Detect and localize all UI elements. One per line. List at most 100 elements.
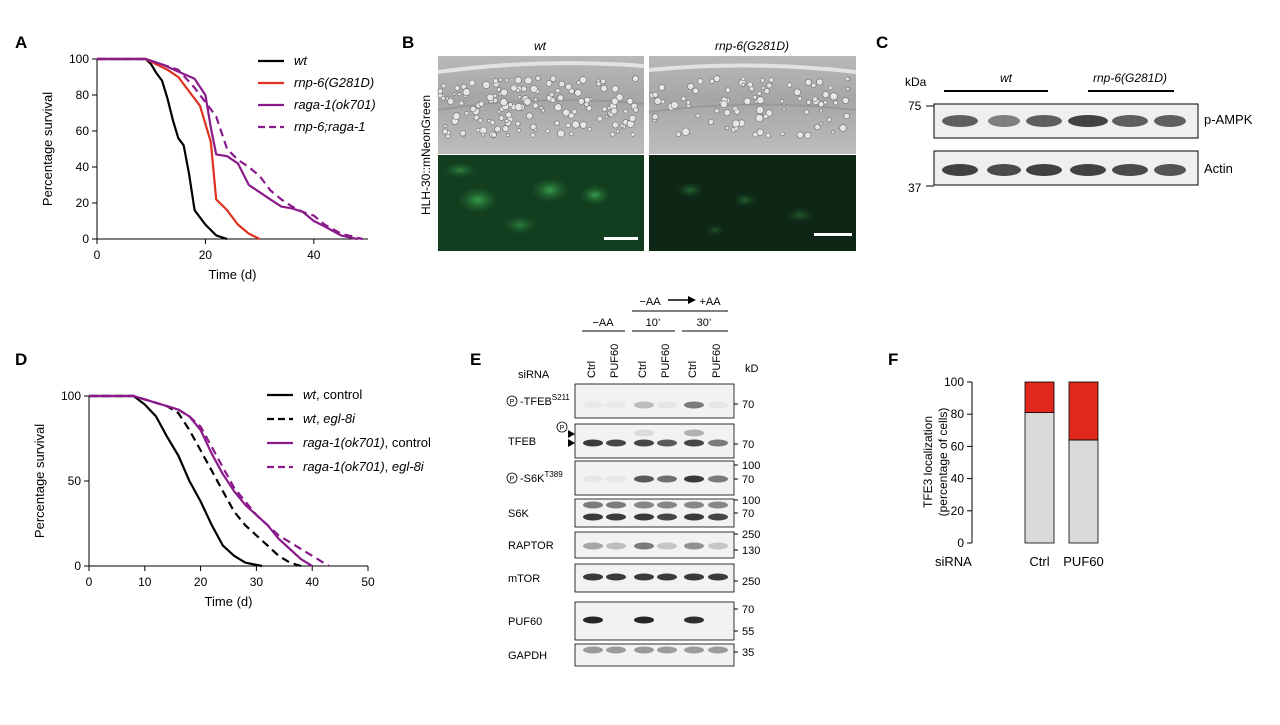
lane-label-0: Ctrl <box>586 361 598 378</box>
dic-granule <box>782 107 786 112</box>
dic-granule <box>596 115 603 122</box>
blot-band <box>708 646 728 654</box>
dic-granule <box>810 82 817 89</box>
blot-band <box>583 573 603 581</box>
dic-granule <box>601 106 608 112</box>
kd-marker: 130 <box>742 545 760 557</box>
dic-granule <box>725 87 731 93</box>
blot-band <box>684 646 704 654</box>
dic-granule <box>452 92 457 96</box>
dic-granule <box>713 75 721 83</box>
dic-granule <box>442 128 448 135</box>
dic-granule <box>829 92 838 101</box>
dic-granule <box>498 77 503 82</box>
blot-band <box>708 501 728 509</box>
dic-granule <box>760 85 766 91</box>
kd-marker: 250 <box>742 576 760 588</box>
dic-granule <box>681 96 687 102</box>
dic-granule <box>842 97 849 104</box>
dic-granule <box>532 102 539 109</box>
phospho-symbol: P <box>510 399 515 406</box>
y-tick-label: 60 <box>76 124 90 138</box>
blot-row-1 <box>574 423 735 459</box>
series-line-2 <box>97 57 358 241</box>
dic-granule <box>755 106 764 115</box>
dic-granule <box>615 129 620 134</box>
panel-c-marker-75: 75 <box>908 99 922 113</box>
dic-granule <box>583 96 591 104</box>
legend-label-3: rnp-6;raga-1 <box>294 119 366 134</box>
panel-b-col-mutant: rnp-6(G281D) <box>715 39 789 53</box>
dic-granule <box>747 81 753 88</box>
dic-granule <box>516 128 521 133</box>
phospho-circle-icon <box>506 472 518 484</box>
blot-p-ampk <box>933 103 1199 139</box>
dic-granule <box>818 121 823 126</box>
category-label-0: Ctrl <box>1029 554 1049 569</box>
dic-granule <box>779 99 785 104</box>
x-tick-label: 40 <box>306 575 320 589</box>
y-tick-label: 80 <box>951 407 965 421</box>
dic-granule <box>692 87 699 95</box>
blot-band <box>606 646 626 654</box>
y-tick-label: 100 <box>944 375 964 389</box>
dic-granule <box>464 110 469 116</box>
dic-granule <box>477 118 483 123</box>
dic-granule <box>549 75 557 82</box>
blot-band <box>657 513 677 521</box>
dic-granule <box>493 78 499 84</box>
dic-granule <box>486 93 494 102</box>
x-tick-label: 0 <box>94 248 101 262</box>
blot-band <box>684 429 704 437</box>
label-arrow-left: −AA <box>639 296 661 308</box>
legend-label-0: wt, control <box>303 387 362 402</box>
panel-b-col-wt: wt <box>534 39 547 53</box>
blot-band <box>634 542 654 550</box>
dic-granule <box>514 76 522 84</box>
dic-granule <box>805 78 812 86</box>
dic-granule <box>611 97 619 105</box>
dic-granule <box>558 80 565 88</box>
panel-c-marker-37: 37 <box>908 181 922 195</box>
dic-granule <box>766 82 773 89</box>
blot-row-4 <box>574 531 735 559</box>
legend-label-0: wt <box>294 53 308 68</box>
blot-label-7: GAPDH <box>508 650 547 662</box>
y-tick-label: 0 <box>74 559 81 573</box>
bar-segment-1-0 <box>1068 439 1099 544</box>
dic-granule <box>804 131 812 139</box>
series-line-2 <box>89 394 313 567</box>
dic-granule <box>675 131 682 138</box>
dic-granule <box>577 98 585 105</box>
dic-granule <box>526 112 533 120</box>
dic-granule <box>819 108 823 113</box>
kd-marker: 70 <box>742 508 754 520</box>
dic-granule <box>611 85 619 93</box>
dic-granule <box>818 101 825 108</box>
dic-granule <box>504 118 509 124</box>
dic-granule <box>579 76 588 84</box>
dic-granule <box>697 78 704 85</box>
blot-band <box>583 616 603 624</box>
dic-granule <box>541 108 546 113</box>
blot-band <box>634 616 654 624</box>
micrograph-fluor-mutant <box>649 155 856 251</box>
bar-segment-1-1 <box>1068 381 1099 441</box>
blot-band <box>1070 164 1106 176</box>
label-minus-aa: −AA <box>592 317 614 329</box>
dic-granule <box>565 83 572 91</box>
dic-granule <box>504 78 509 83</box>
lane-label-3: PUF60 <box>660 344 672 378</box>
blot-band <box>684 439 704 447</box>
blot-band <box>583 475 603 483</box>
band-arrow-icon <box>568 439 575 447</box>
dic-granule <box>752 131 759 138</box>
blot-band <box>583 401 603 409</box>
x-tick-label: 50 <box>361 575 375 589</box>
dic-granule <box>658 84 666 91</box>
dic-granule <box>816 78 824 86</box>
blot-band <box>657 646 677 654</box>
dic-granule <box>806 99 812 105</box>
x-axis-label: Time (d) <box>209 267 257 282</box>
